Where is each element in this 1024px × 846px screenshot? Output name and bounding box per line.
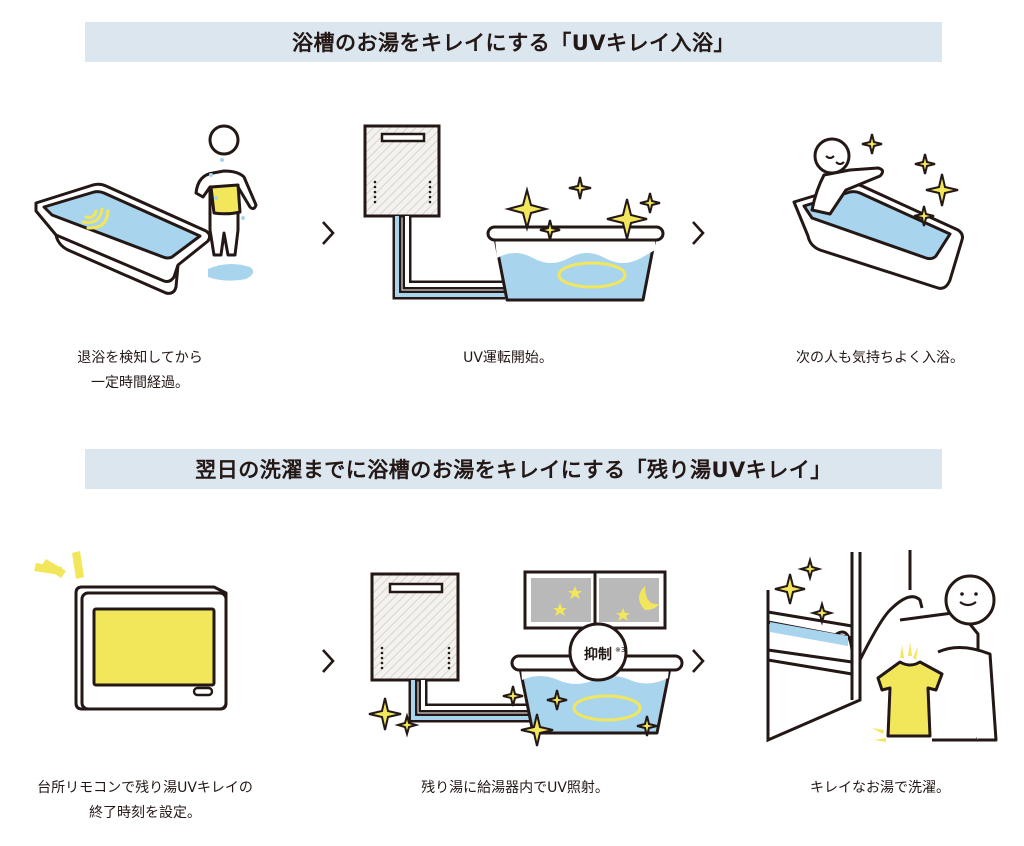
section2-step2-caption: 残り湯に給湯器内でUV照射。	[385, 776, 645, 801]
illustration-person-leaving-bath	[28, 115, 268, 315]
section2-title-banner: 翌日の洗濯までに浴槽のお湯をキレイにする「残り湯UVキレイ」	[85, 449, 942, 489]
step-arrow-4	[688, 646, 708, 676]
illustration-kitchen-remote	[34, 551, 244, 723]
caption-line: 一定時間経過。	[91, 375, 189, 391]
suppression-badge-label: 抑制	[584, 646, 612, 663]
illustration-person-laundry	[760, 550, 1010, 760]
caption-line: キレイなお湯で洗濯。	[810, 780, 950, 796]
chevron-right-icon	[692, 649, 705, 673]
caption-line: 台所リモコンで残り湯UVキレイの	[37, 780, 253, 796]
section2-title: 翌日の洗濯までに浴槽のお湯をキレイにする「残り湯UVキレイ」	[195, 458, 832, 482]
section1-title: 浴槽のお湯をキレイにする「UVキレイ入浴」	[291, 31, 735, 55]
step-arrow-3	[318, 646, 338, 676]
section2-step3-caption: キレイなお湯で洗濯。	[780, 776, 980, 801]
illustration-water-heater-night-bath: 抑制 ※3	[355, 568, 684, 748]
suppression-badge-note: ※3	[615, 646, 625, 654]
chevron-right-icon	[692, 221, 705, 245]
caption-line: 退浴を検知してから	[77, 350, 203, 366]
caption-line: 残り湯に給湯器内でUV照射。	[421, 780, 609, 796]
illustration-water-heater-uv-bath	[355, 120, 675, 305]
chevron-right-icon	[322, 221, 335, 245]
section1-title-banner: 浴槽のお湯をキレイにする「UVキレイ入浴」	[85, 22, 942, 62]
caption-line: UV運転開始。	[463, 350, 553, 366]
section1-step2-caption: UV運転開始。	[408, 346, 608, 371]
caption-line: 終了時刻を設定。	[89, 805, 201, 821]
section1-step1-caption: 退浴を検知してから 一定時間経過。	[40, 346, 240, 396]
step-arrow-2	[688, 218, 708, 248]
chevron-right-icon	[322, 649, 335, 673]
step-arrow-1	[318, 218, 338, 248]
section2-step1-caption: 台所リモコンで残り湯UVキレイの 終了時刻を設定。	[10, 776, 280, 826]
caption-line: 次の人も気持ちよく入浴。	[796, 350, 964, 366]
illustration-person-bathing	[790, 130, 990, 305]
section1-step3-caption: 次の人も気持ちよく入浴。	[770, 346, 990, 371]
